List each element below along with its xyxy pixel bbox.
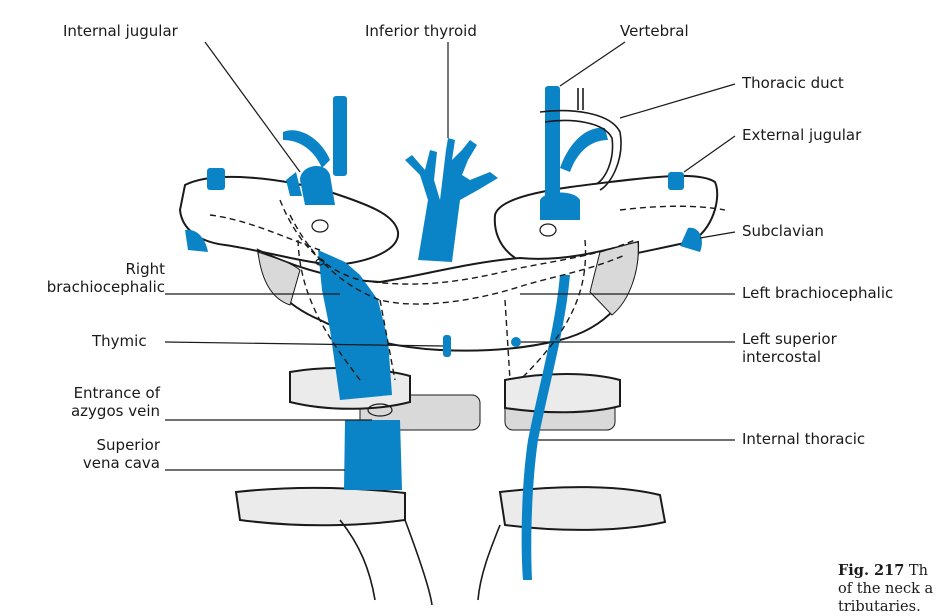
inferior-thyroid-veins [405,138,498,262]
superior-vena-cava [344,420,402,490]
label-superior-vena-cava-line2: vena cava [0,454,160,472]
label-left-brachiocephalic: Left brachiocephalic [742,284,893,302]
label-right-brachiocephalic-line2: brachiocephalic [0,278,165,296]
label-external-jugular: External jugular [742,126,861,144]
right-internal-jugular-vein [300,166,335,205]
label-thymic: Thymic [92,332,147,350]
label-internal-thoracic: Internal thoracic [742,430,865,448]
label-entrance-azygos-line2: azygos vein [0,402,160,420]
label-entrance-azygos: Entrance of azygos vein [0,384,160,420]
label-left-superior-intercostal-line1: Left superior [742,330,837,348]
caption-line1-rest: Th [904,563,928,579]
label-superior-vena-cava-line1: Superior [0,436,160,454]
label-thoracic-duct: Thoracic duct [742,74,844,92]
left-vertebral-vein [545,86,560,206]
caption-line2: of the neck a [838,580,945,598]
right-ij-upper [333,96,347,176]
label-left-superior-intercostal: Left superior intercostal [742,330,837,366]
label-left-superior-intercostal-line2: intercostal [742,348,837,366]
lower-outline [340,520,500,605]
label-right-brachiocephalic: Right brachiocephalic [0,260,165,296]
figure-caption: Fig. 217 Th of the neck a tributaries. [838,562,945,616]
caption-line1: Fig. 217 Th [838,562,945,580]
label-entrance-azygos-line1: Entrance of [0,384,160,402]
label-inferior-thyroid: Inferior thyroid [365,22,477,40]
caption-line3: tributaries. [838,598,945,616]
caption-figure-number: Fig. 217 [838,562,904,579]
right-ij-branch [283,130,330,168]
label-subclavian: Subclavian [742,222,824,240]
label-internal-jugular: Internal jugular [63,22,178,40]
thymic-vein [443,335,451,357]
label-right-brachiocephalic-line1: Right [0,260,165,278]
label-superior-vena-cava: Superior vena cava [0,436,160,472]
rib-lower [236,487,665,530]
label-vertebral: Vertebral [620,22,689,40]
